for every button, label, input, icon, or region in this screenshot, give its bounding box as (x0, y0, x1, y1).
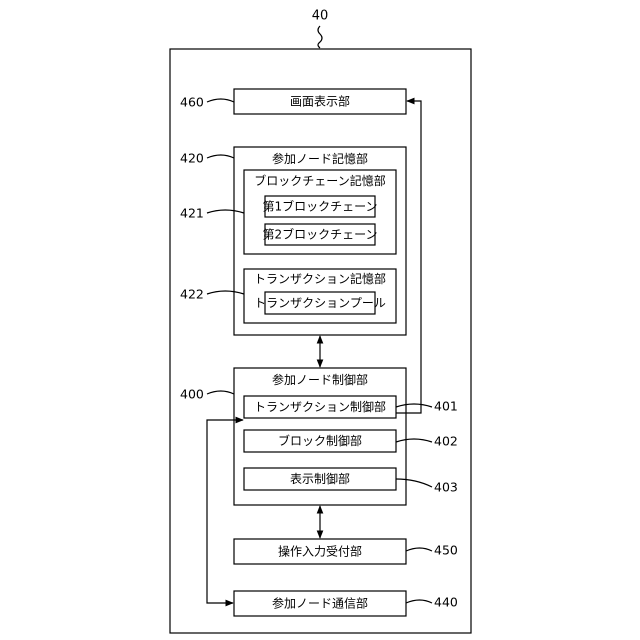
block-control-label: ブロック制御部 (278, 433, 362, 448)
device-ref-leader (318, 26, 322, 48)
participant-node-control-label: 参加ノード制御部 (272, 372, 368, 387)
transaction-control-ref: 401 (434, 399, 458, 414)
display-control-label: 表示制御部 (290, 471, 350, 486)
participant-node-comm-ref: 440 (434, 595, 458, 610)
blockchain-storage-label: ブロックチェーン記憶部 (254, 173, 385, 188)
transaction-pool-label: トランザクションプール (254, 296, 386, 310)
transaction-storage-ref: 422 (180, 287, 204, 302)
operation-input-ref: 450 (434, 543, 458, 558)
participant-node-storage-ref: 420 (180, 151, 204, 166)
transaction-storage-label: トランザクション記憶部 (254, 271, 386, 286)
participant-node-storage-label: 参加ノード記憶部 (272, 151, 368, 166)
transaction-control-label: トランザクション制御部 (254, 399, 386, 414)
second-blockchain-label: 第2ブロックチェーン (262, 227, 377, 242)
device-ref-label: 40 (312, 9, 329, 24)
first-blockchain-label: 第1ブロックチェーン (262, 199, 377, 214)
screen-display-label: 画面表示部 (290, 94, 350, 109)
block-control-ref: 402 (434, 434, 458, 449)
display-control-ref: 403 (434, 480, 458, 495)
operation-input-label: 操作入力受付部 (278, 544, 362, 559)
participant-node-comm-label: 参加ノード通信部 (272, 596, 368, 611)
screen-display-ref: 460 (180, 95, 204, 110)
participant-node-control-ref: 400 (180, 387, 204, 402)
blockchain-storage-ref: 421 (180, 206, 204, 221)
